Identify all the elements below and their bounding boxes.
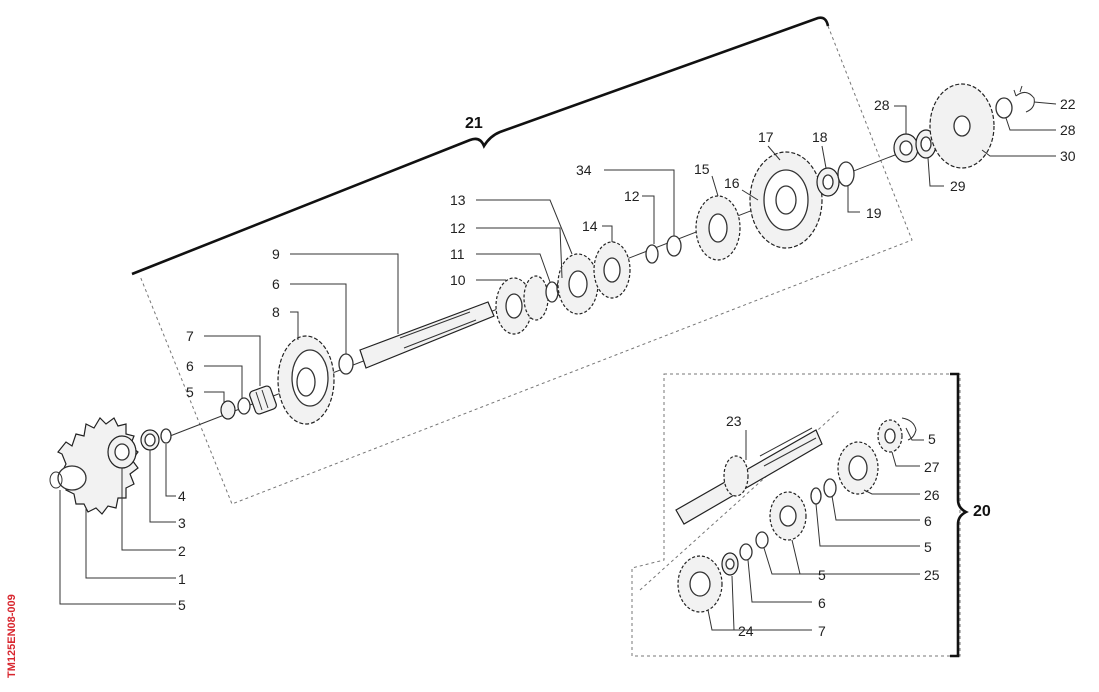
gear-24	[677, 555, 723, 613]
callout-5-bottom: 5	[178, 597, 186, 613]
callouts-counter: 23 5 27 26 6 5 25 5 6 7 24	[726, 413, 940, 639]
callout-29: 29	[950, 178, 966, 194]
callout-12-right: 12	[624, 188, 640, 204]
gear-25	[769, 491, 807, 541]
callout-3: 3	[178, 515, 186, 531]
callout-28-right: 28	[1060, 122, 1076, 138]
needle-bearing-18	[816, 167, 840, 197]
ring-4	[160, 428, 172, 444]
bearing-2	[107, 435, 137, 469]
gear-17	[749, 151, 823, 249]
callout-14: 14	[582, 218, 598, 234]
callout-11: 11	[450, 246, 465, 262]
callout-22: 22	[1060, 96, 1076, 112]
gear-30	[929, 83, 995, 169]
gear-26	[837, 441, 879, 495]
callout-10: 10	[450, 272, 466, 288]
callout-28-left: 28	[874, 97, 890, 113]
gear-13	[557, 253, 599, 315]
washer-6	[237, 397, 251, 415]
circlip-5-counter-top	[901, 417, 917, 441]
washer-6b	[338, 353, 354, 375]
needle-bearing-7-counter	[721, 552, 739, 576]
part-11	[545, 281, 559, 303]
group-label-20: 20	[973, 503, 991, 520]
callout-5-left: 5	[186, 384, 194, 400]
callout-8: 8	[272, 304, 280, 320]
gear-15	[695, 195, 741, 261]
gear-8	[277, 335, 335, 425]
callout-18: 18	[812, 129, 828, 145]
callout-19: 19	[866, 205, 882, 221]
leader-lines	[59, 101, 1057, 631]
callout-30: 30	[1060, 148, 1076, 164]
callout-34: 34	[576, 162, 592, 178]
washer-19	[837, 161, 855, 187]
callout-23: 23	[726, 413, 742, 429]
callout-5-counter-a: 5	[928, 431, 936, 447]
gear-14	[593, 241, 631, 299]
callout-7-counter: 7	[818, 623, 826, 639]
callout-12-left: 12	[450, 220, 466, 236]
washer-34	[666, 235, 682, 257]
counter-shaft-23	[675, 427, 823, 525]
circlip-5	[220, 400, 236, 420]
washer-28b	[995, 97, 1013, 119]
callout-15: 15	[694, 161, 710, 177]
bushing-3	[140, 429, 160, 451]
gear-10b	[523, 275, 549, 321]
callout-27: 27	[924, 459, 940, 475]
bushing-28	[893, 133, 919, 163]
circlip-22	[1013, 85, 1035, 113]
callout-17: 17	[758, 129, 774, 145]
callout-26: 26	[924, 487, 940, 503]
callout-4: 4	[178, 488, 186, 504]
callouts-main: 1 2 3 4 5 5 6 6 7 8 9 10 11 12 12 13 14 …	[178, 96, 1076, 613]
callout-16: 16	[724, 175, 740, 191]
gear-27	[877, 419, 903, 453]
callout-5-counter-b: 5	[924, 539, 932, 555]
needle-bearing-7	[249, 385, 277, 415]
callout-5-counter-c: 5	[818, 567, 826, 583]
circlip-5-counter-low	[755, 531, 769, 549]
callout-9: 9	[272, 246, 280, 262]
washer-6-counter	[823, 478, 837, 498]
main-shaft-9	[359, 301, 495, 369]
callout-6-left: 6	[186, 358, 194, 374]
gear-10	[495, 277, 533, 335]
callout-2: 2	[178, 543, 186, 559]
callout-1: 1	[178, 571, 186, 587]
callout-13: 13	[450, 192, 466, 208]
washer-6-counter-low	[739, 543, 753, 561]
washer-12b	[645, 244, 659, 264]
group-label-21: 21	[465, 115, 483, 132]
callout-6-counter-a: 6	[924, 513, 932, 529]
callout-24: 24	[738, 623, 754, 639]
callout-7: 7	[186, 328, 194, 344]
callout-25: 25	[924, 567, 940, 583]
circlip-5-counter-mid	[810, 487, 822, 505]
callout-6-counter-b: 6	[818, 595, 826, 611]
callout-6-upper: 6	[272, 276, 280, 292]
group-21-bracket	[131, 16, 913, 505]
